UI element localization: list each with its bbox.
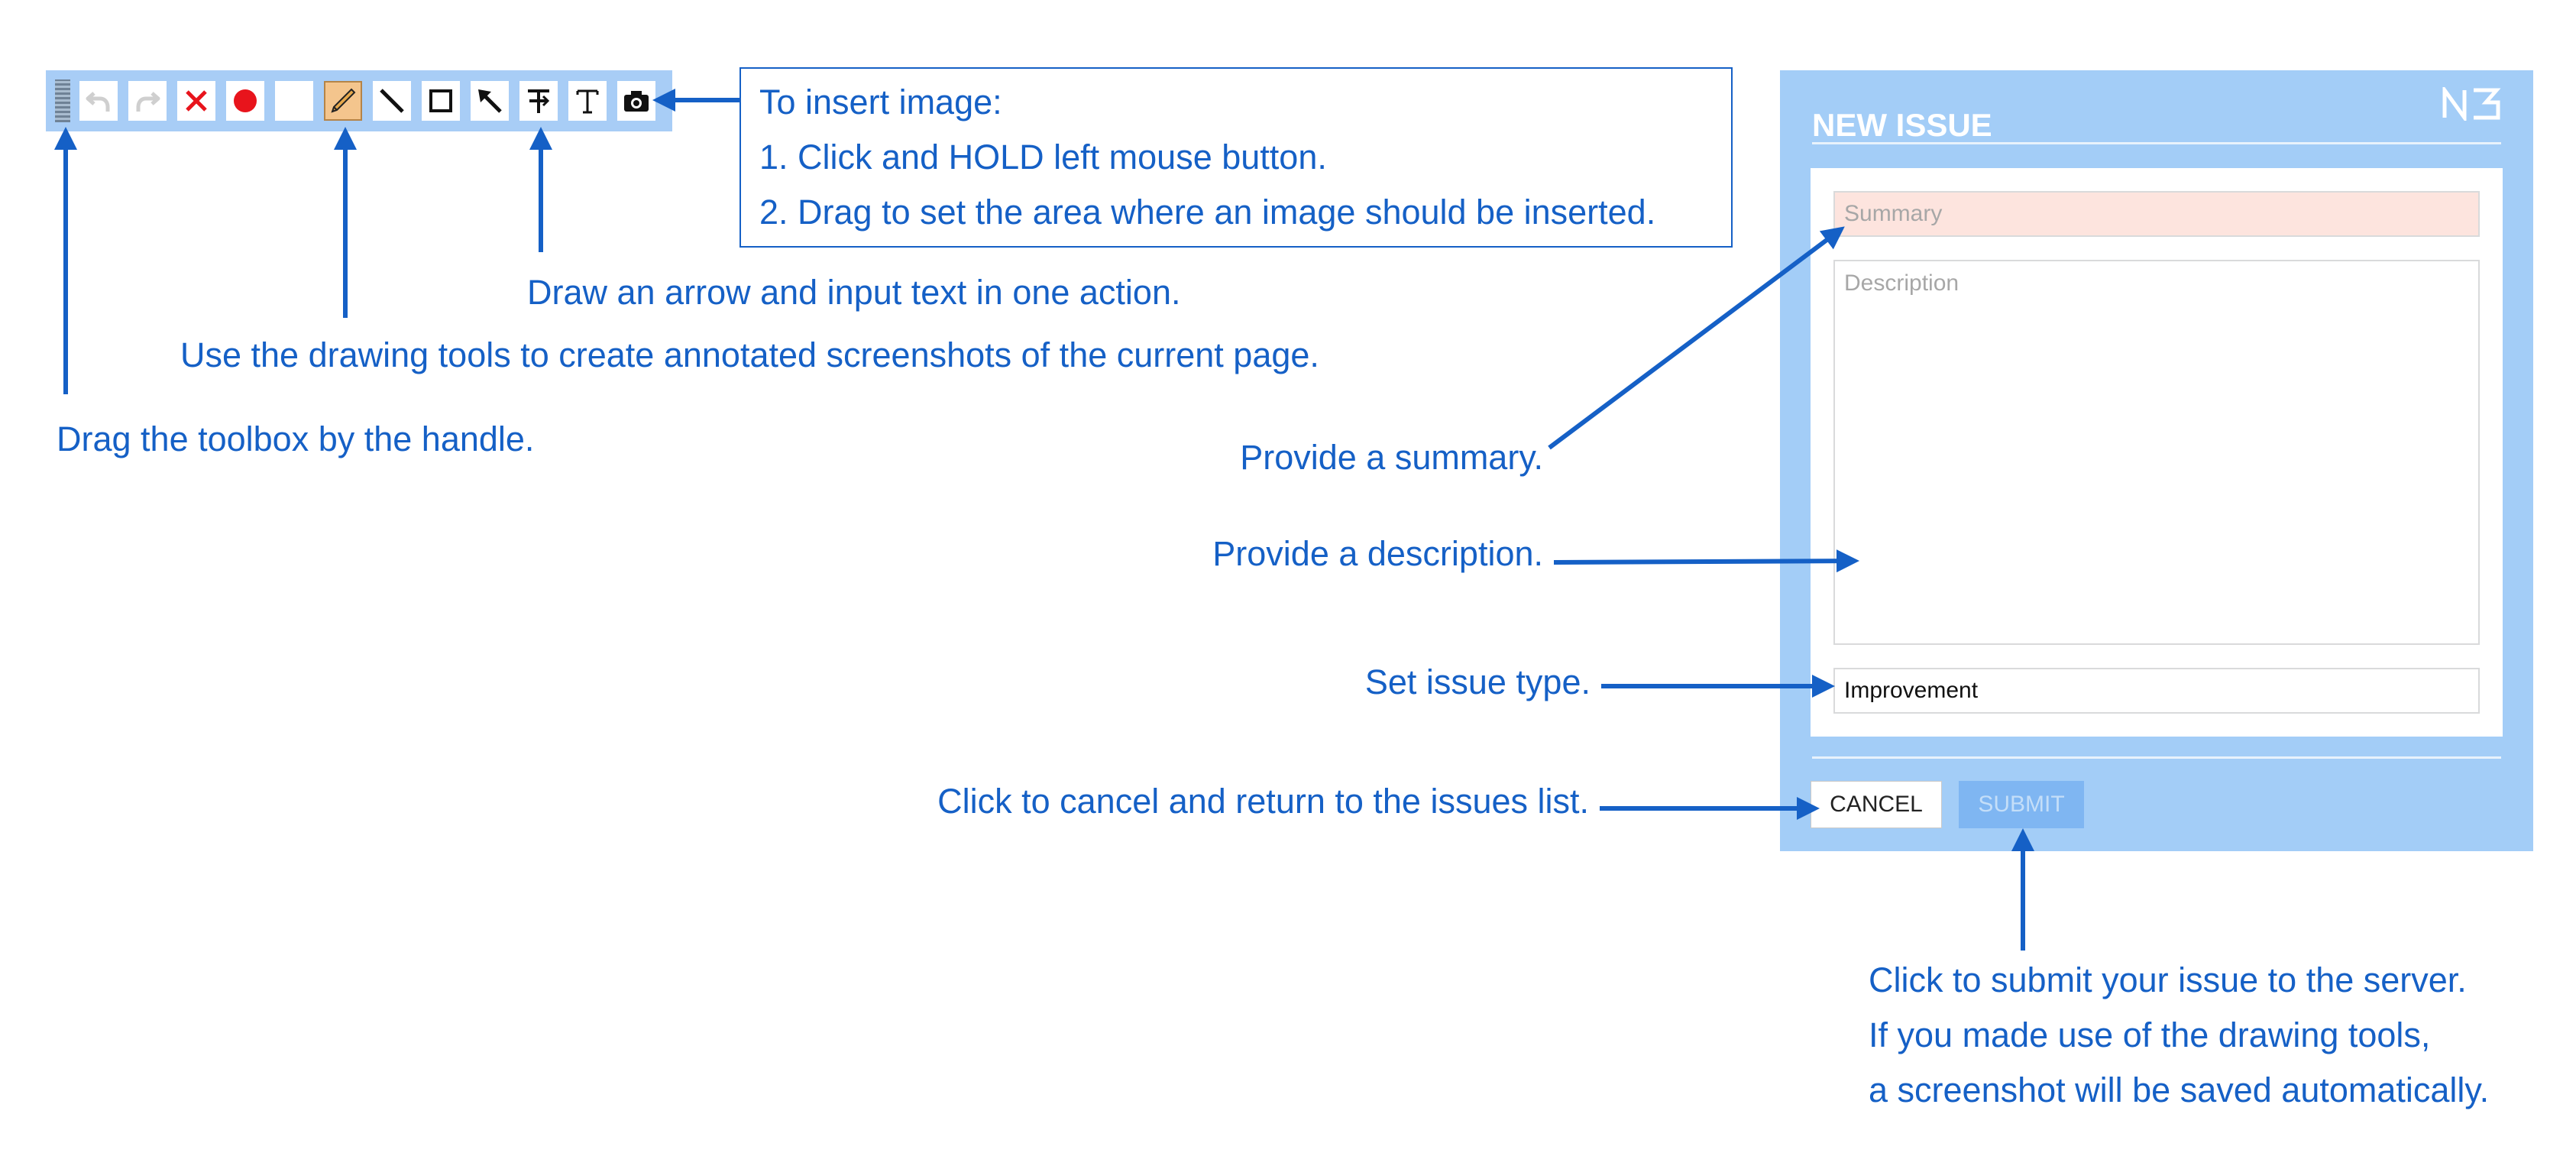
arrow-tool[interactable] (471, 81, 509, 121)
description-input[interactable] (1833, 260, 2480, 645)
issue-form: Improvement (1811, 168, 2503, 737)
arrow-icon (478, 89, 502, 113)
panel-divider-top (1812, 142, 2501, 144)
issue-type-select[interactable]: Improvement (1833, 668, 2480, 714)
note-arrow-text: Draw an arrow and input text in one acti… (527, 273, 1181, 312)
clear-button[interactable] (177, 81, 215, 121)
redo-icon (136, 92, 160, 112)
grip-icon[interactable] (55, 79, 70, 122)
color-button[interactable] (226, 81, 264, 121)
arrow-text-tool[interactable] (519, 81, 558, 121)
undo-button[interactable] (79, 81, 118, 121)
note-submit-line-1: Click to submit your issue to the server… (1869, 960, 2467, 999)
note-description: Provide a description. (1212, 534, 1543, 573)
text-icon (576, 89, 599, 114)
pencil-icon (331, 88, 356, 113)
panel-title: NEW ISSUE (1812, 107, 1992, 143)
info-line-2: 1. Click and HOLD left mouse button. (759, 138, 1327, 177)
note-summary: Provide a summary. (1240, 438, 1543, 477)
camera-icon (624, 91, 649, 112)
arrow-to-summary (1548, 226, 1845, 450)
text-tool[interactable] (568, 81, 607, 121)
note-submit-line-3: a screenshot will be saved automatically… (1869, 1070, 2490, 1109)
n3-logo-icon (2442, 84, 2503, 125)
note-drawing-tools: Use the drawing tools to create annotate… (180, 335, 1319, 374)
summary-input[interactable] (1833, 191, 2480, 237)
note-drag-toolbox: Drag the toolbox by the handle. (57, 419, 535, 458)
line-icon (380, 89, 404, 113)
note-cancel: Click to cancel and return to the issues… (937, 782, 1589, 821)
red-dot-icon (234, 89, 257, 112)
square-icon (429, 89, 452, 112)
line-tool[interactable] (373, 81, 411, 121)
submit-button[interactable]: SUBMIT (1959, 781, 2084, 828)
arrow-to-description (1553, 549, 1859, 573)
info-line-3: 2. Drag to set the area where an image s… (759, 193, 1656, 232)
note-submit-line-2: If you made use of the drawing tools, (1869, 1015, 2431, 1054)
cancel-button[interactable]: CANCEL (1811, 781, 1942, 828)
image-tool[interactable] (617, 81, 655, 121)
pencil-tool[interactable] (324, 81, 362, 121)
info-line-1: To insert image: (759, 83, 1002, 121)
redo-button[interactable] (128, 81, 167, 121)
panel-divider-bottom (1812, 756, 2501, 759)
arrow-text-icon (528, 89, 550, 113)
blank-button[interactable] (275, 81, 313, 121)
undo-icon (86, 92, 110, 112)
insert-image-info-box: To insert image: 1. Click and HOLD left … (739, 67, 1733, 248)
note-issue-type: Set issue type. (1364, 662, 1591, 701)
red-x-icon (186, 90, 207, 112)
drawing-toolbox (46, 70, 672, 131)
new-issue-panel: NEW ISSUE Improvement CANCEL SUBMIT (1780, 70, 2533, 851)
rectangle-tool[interactable] (422, 81, 460, 121)
